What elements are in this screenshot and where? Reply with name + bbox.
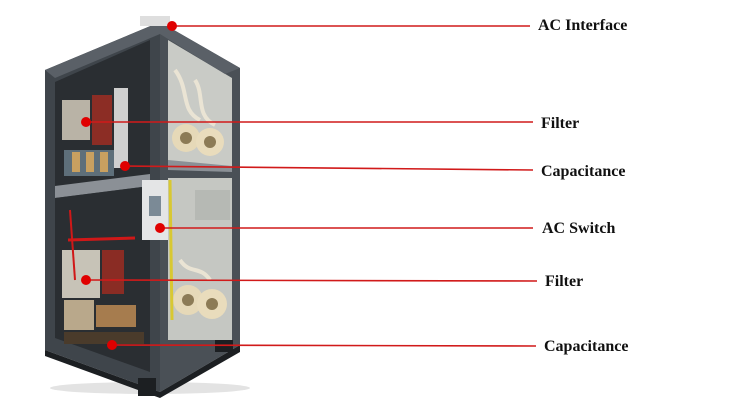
label-capacitance-lower: Capacitance <box>544 338 629 355</box>
marker-dot-filter-upper <box>81 117 91 127</box>
label-filter-lower: Filter <box>545 273 584 290</box>
marker-dot-capacitance-upper <box>120 161 130 171</box>
cabinet-left-face <box>45 22 160 392</box>
callout-leader-lines <box>81 21 538 350</box>
label-capacitance-upper: Capacitance <box>541 163 626 180</box>
marker-dot-capacitance-lower <box>107 340 117 350</box>
label-ac-interface: AC Interface <box>538 17 628 34</box>
label-ac-switch: AC Switch <box>542 220 616 237</box>
label-filter-upper: Filter <box>541 115 580 132</box>
leader-line-filter-lower <box>85 279 538 282</box>
marker-dot-ac-switch <box>155 223 165 233</box>
leader-line-capacitance-lower <box>111 344 537 347</box>
cabinet-right-face <box>142 22 240 392</box>
marker-dot-ac-interface <box>167 21 177 31</box>
leader-line-capacitance-upper <box>124 165 534 171</box>
marker-dot-filter-lower <box>81 275 91 285</box>
